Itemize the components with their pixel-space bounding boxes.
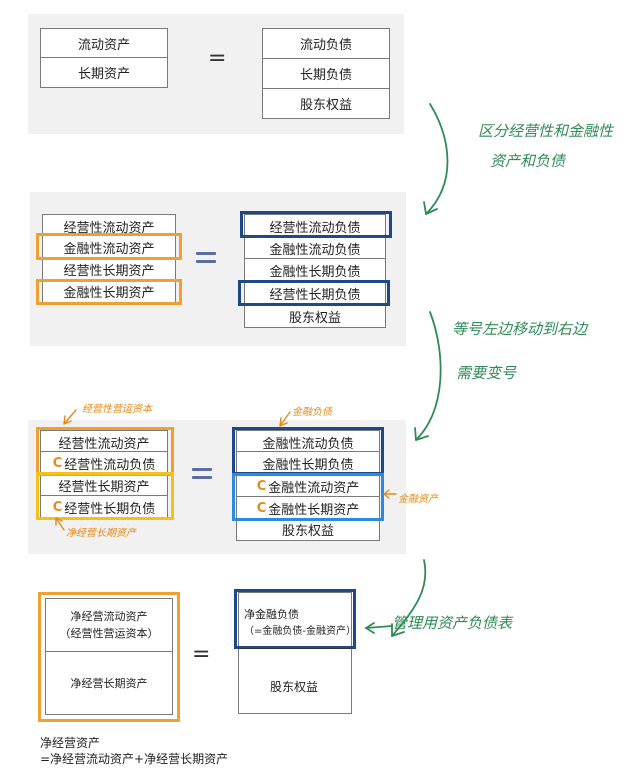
s4-right-stack	[238, 592, 352, 714]
arrow-orange-bottom-left	[55, 517, 65, 531]
s4-net-operating-long-term-assets: 净经营长期资产	[45, 651, 173, 715]
s2-highlight-financial-current-assets	[36, 233, 182, 260]
s3-highlight-financial-assets	[232, 473, 384, 521]
note2-line2: 需要变号	[456, 364, 517, 382]
s2-highlight-financial-long-term-assets	[36, 279, 182, 305]
s3-left-operating-current-liabilities-label: 经营性流动负债	[64, 457, 156, 473]
s2-equals-sign	[196, 252, 216, 264]
arrow-orange-top-left	[63, 409, 77, 425]
s4-net-operating-current-assets-label: 净经营流动资产	[70, 610, 148, 623]
s3-label-operating-working-capital: 经营性营运资本	[82, 404, 152, 415]
s3-right-financial-current-assets-label: 金融性流动资产	[268, 480, 360, 496]
s3-label-financial-assets: 金融资产	[398, 494, 438, 505]
arrow-4	[365, 625, 393, 629]
s3-left-operating-current-assets: 经营性流动资产	[40, 430, 168, 454]
s4-net-financial-liabilities-label: 净金融负债	[244, 608, 299, 621]
s1-right-current-liabilities: 流动负债	[262, 28, 390, 59]
s1-right-long-term-liabilities: 长期负债	[262, 58, 390, 89]
s3-sign-change-marker-3: C	[256, 478, 267, 494]
s2-right-equity: 股东权益	[244, 305, 386, 328]
s4-net-financial-liabilities-formula: （=金融负债-金融资产）	[244, 626, 356, 637]
s4-formula-title: 净经营资产	[40, 736, 101, 750]
s1-left-long-term-assets: 长期资产	[40, 57, 168, 88]
s3-highlight-net-operating-long-term-assets	[36, 472, 174, 520]
s3-label-net-operating-long-term-assets: 净经营长期资产	[66, 528, 136, 539]
s3-right-equity: 股东权益	[236, 518, 380, 541]
s3-sign-change-marker-4: C	[256, 500, 267, 516]
s2-right-operating-long-term-liabilities: 经营性长期负债	[244, 281, 386, 305]
s1-left-current-assets: 流动资产	[40, 28, 168, 58]
s4-right-divider	[239, 648, 351, 649]
s4-equity-label: 股东权益	[270, 680, 319, 694]
note1-line1: 区分经营性和金融性	[478, 122, 614, 140]
s2-highlight-operating-long-term-liabilities	[238, 280, 390, 306]
s3-right-financial-long-term-liabilities: 金融性长期负债	[236, 451, 380, 475]
arrow-2-curve	[415, 311, 442, 441]
arrow-1-head	[423, 201, 438, 215]
s1-equals-sign: =	[208, 46, 227, 71]
arrow-3-curve	[391, 559, 427, 637]
s3-sign-change-marker-2: C	[52, 499, 63, 515]
note1-line2: 资产和负债	[490, 152, 566, 170]
arrow-orange-top-right	[279, 411, 291, 427]
s4-equals-sign: =	[192, 642, 211, 667]
note3-text: 管理用资产负债表	[392, 614, 513, 632]
arrow-2-head	[414, 427, 429, 441]
s3-sign-change-marker-1: C	[52, 455, 63, 471]
note2-line1: 等号左边移动到右边	[452, 320, 588, 338]
s2-highlight-operating-current-liabilities	[240, 211, 392, 238]
s3-right-financial-long-term-assets-label: 金融性长期资产	[268, 502, 360, 518]
s4-net-operating-assets-frame	[38, 592, 180, 722]
arrow-orange-right	[383, 489, 397, 499]
s4-highlight-net-financial-liabilities	[234, 589, 356, 649]
s3-left-operating-long-term-liabilities-label: 经营性长期负债	[64, 501, 156, 517]
s2-left-financial-long-term-assets: 金融性长期资产	[42, 279, 176, 303]
arrow-1-curve	[425, 103, 449, 215]
s2-left-financial-current-assets: 金融性流动资产	[42, 235, 176, 259]
s3-equals-sign	[192, 468, 212, 480]
s3-right-financial-current-liabilities: 金融性流动负债	[236, 430, 380, 454]
s1-right-equity: 股东权益	[262, 88, 390, 119]
s4-formula-expression: =净经营流动资产+净经营长期资产	[40, 752, 229, 766]
s3-label-financial-liabilities: 金融负债	[292, 407, 332, 418]
s4-operating-working-capital-label: （经营性营运资本）	[59, 627, 159, 640]
arrow-4-head	[365, 622, 375, 634]
